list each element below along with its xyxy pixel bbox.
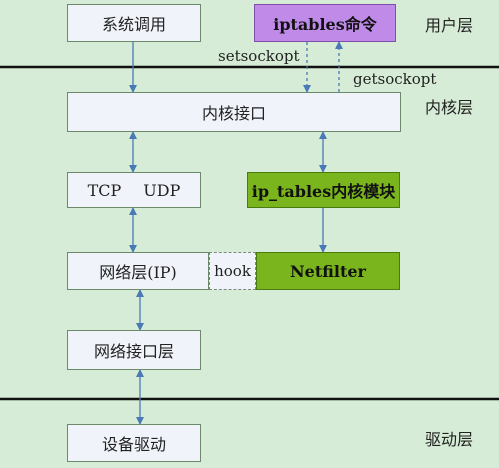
setsockopt-label: setsockopt — [218, 47, 300, 65]
iptables-command-box: iptables命令 — [254, 4, 396, 42]
netfilter-box: Netfilter — [256, 252, 400, 290]
tcp-label: TCP — [87, 180, 122, 200]
tcp-udp-box: TCP UDP — [67, 172, 201, 208]
network-layer-box: 网络层(IP) — [67, 252, 209, 290]
udp-label: UDP — [143, 180, 181, 200]
hook-box: hook — [209, 252, 256, 290]
layer-label-kernel: 内核层 — [425, 98, 474, 117]
network-interface-layer-box: 网络接口层 — [67, 330, 201, 370]
syscall-box: 系统调用 — [67, 4, 201, 42]
layer-label-user: 用户层 — [425, 16, 474, 35]
kernel-interface-box: 内核接口 — [67, 92, 401, 132]
layer-label-driver: 驱动层 — [425, 430, 474, 449]
device-driver-box: 设备驱动 — [67, 424, 201, 462]
getsockopt-label: getsockopt — [353, 70, 437, 88]
ip-tables-module-box: ip_tables内核模块 — [247, 172, 400, 208]
